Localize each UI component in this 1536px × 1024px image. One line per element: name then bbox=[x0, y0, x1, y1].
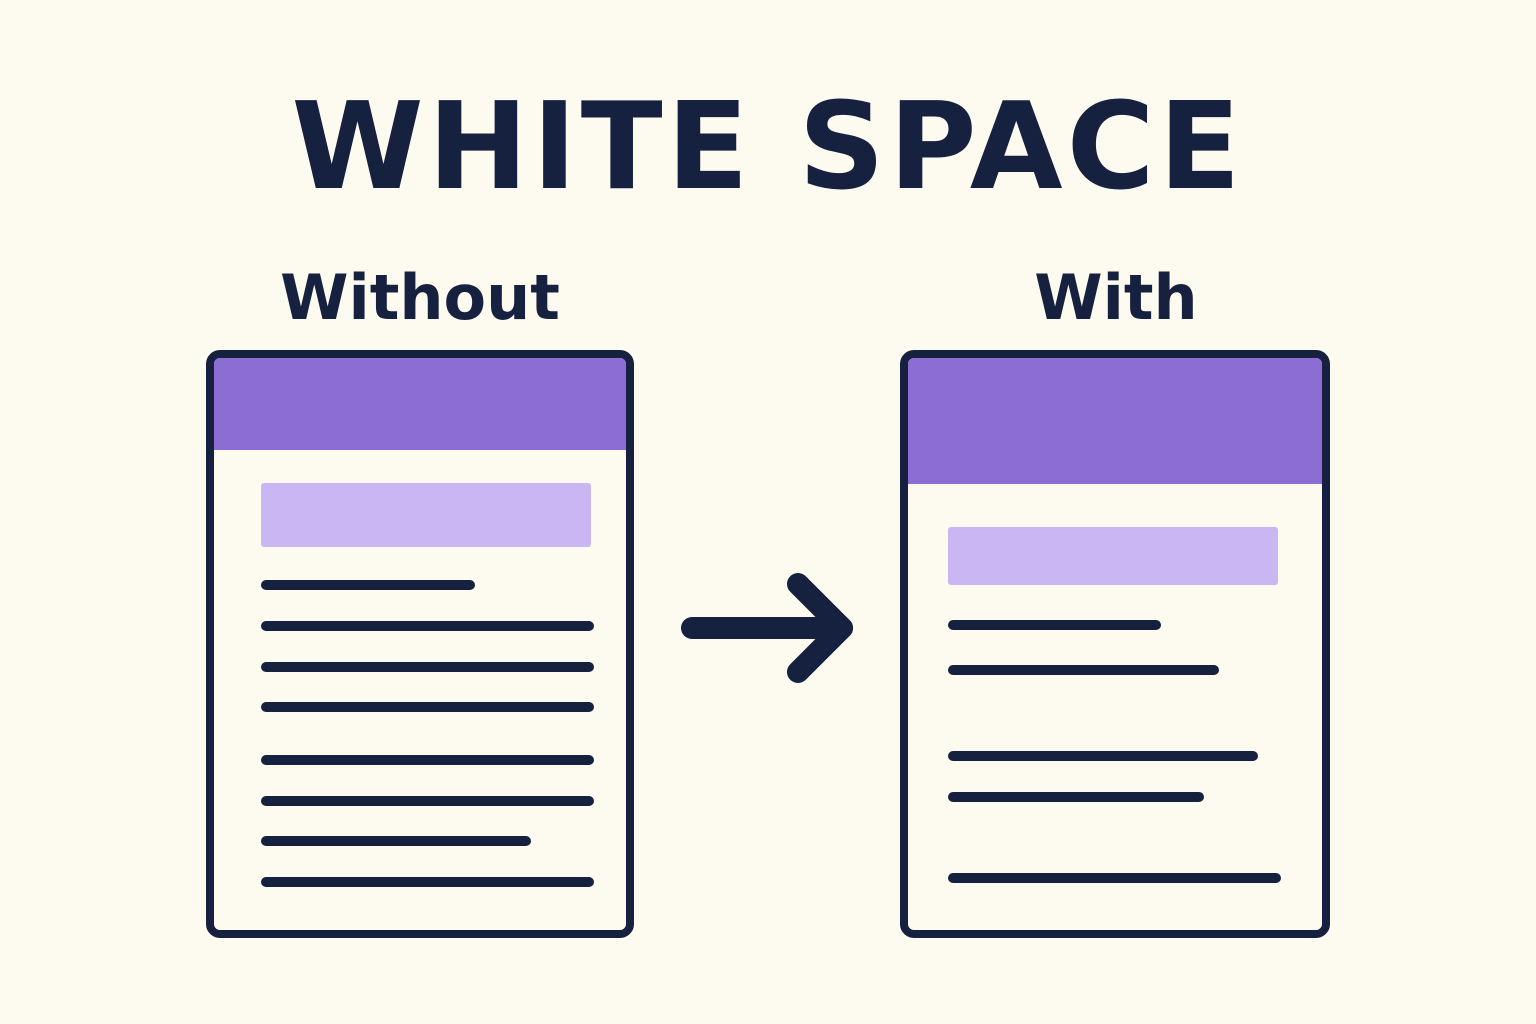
document-header-bar bbox=[214, 358, 626, 450]
text-line bbox=[261, 836, 531, 846]
text-line bbox=[948, 620, 1161, 630]
text-line bbox=[948, 792, 1204, 802]
text-line bbox=[261, 702, 594, 712]
text-line bbox=[261, 755, 594, 765]
document-without-whitespace bbox=[206, 350, 634, 938]
document-header-bar bbox=[908, 358, 1322, 484]
text-line bbox=[261, 877, 594, 887]
text-line bbox=[948, 751, 1258, 761]
document-with-whitespace bbox=[900, 350, 1330, 938]
document-heading-block bbox=[948, 527, 1278, 585]
arrow-right-icon bbox=[681, 573, 853, 683]
label-without: Without bbox=[280, 261, 560, 334]
diagram-title: WHITE SPACE bbox=[291, 78, 1245, 217]
text-line bbox=[948, 873, 1281, 883]
document-heading-block bbox=[261, 483, 591, 547]
text-line bbox=[261, 796, 594, 806]
text-line bbox=[261, 621, 594, 631]
text-line bbox=[261, 662, 594, 672]
label-with: With bbox=[1034, 261, 1198, 334]
text-line bbox=[261, 580, 475, 590]
text-line bbox=[948, 665, 1219, 675]
